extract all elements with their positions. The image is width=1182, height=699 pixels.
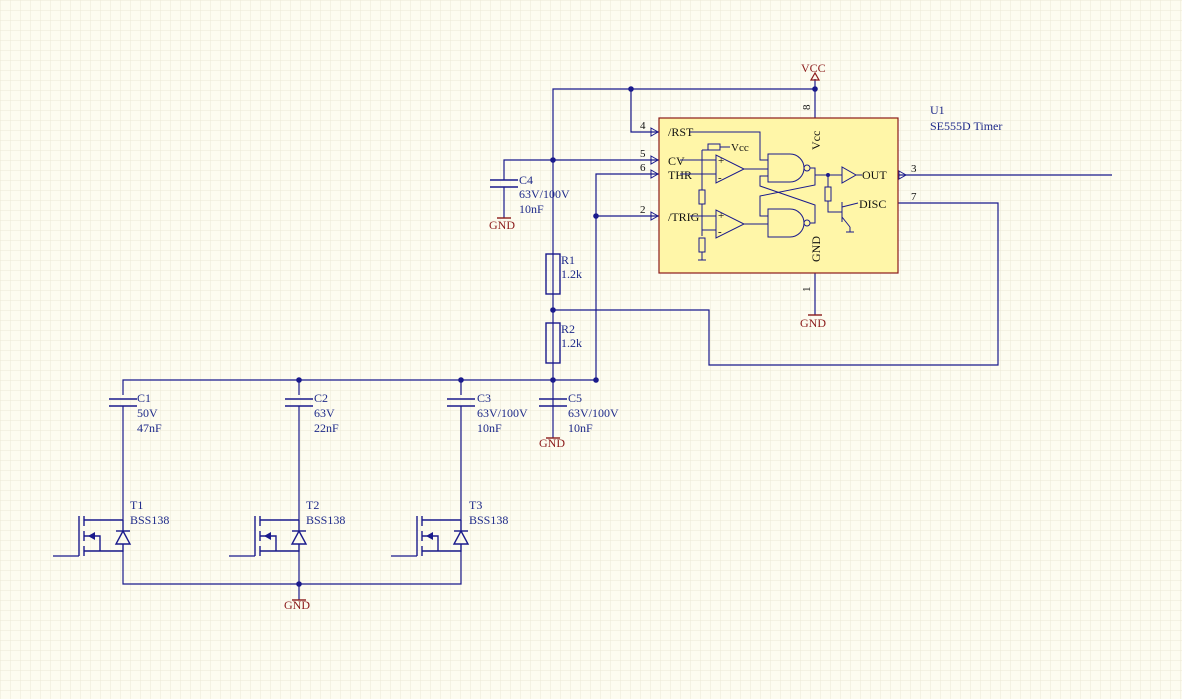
resistor-r2[interactable]: R2 1.2k bbox=[545, 322, 582, 364]
c2-rating: 63V bbox=[314, 406, 335, 420]
svg-text:-: - bbox=[718, 226, 722, 238]
r1-value: 1.2k bbox=[561, 267, 582, 281]
gnd-label-transistors: GND bbox=[284, 598, 310, 612]
svg-text:+: + bbox=[718, 210, 724, 222]
pin-number-cv: 5 bbox=[640, 148, 646, 160]
pin-number-trig: 2 bbox=[640, 204, 646, 216]
gnd-port-c5: GND bbox=[539, 436, 565, 450]
capacitor-c5[interactable]: C5 63V/100V 10nF bbox=[539, 391, 619, 435]
wires bbox=[53, 79, 1112, 600]
t3-part: BSS138 bbox=[469, 513, 508, 527]
resistor-r1[interactable]: R1 1.2k bbox=[545, 253, 582, 295]
c3-designator: C3 bbox=[477, 391, 491, 405]
c4-value: 10nF bbox=[519, 202, 544, 216]
u1-timer-ic[interactable]: U1 SE555D Timer 4 5 6 2 3 7 8 1 /RST CV … bbox=[640, 103, 1002, 292]
c1-rating: 50V bbox=[137, 406, 158, 420]
u1-designator: U1 bbox=[930, 103, 945, 117]
c2-value: 22nF bbox=[314, 421, 339, 435]
capacitor-c3[interactable]: C3 63V/100V 10nF bbox=[447, 391, 528, 435]
c3-value: 10nF bbox=[477, 421, 502, 435]
c5-value: 10nF bbox=[568, 421, 593, 435]
pin-name-out: OUT bbox=[862, 168, 887, 182]
t1-part: BSS138 bbox=[130, 513, 169, 527]
u1-part-name: SE555D Timer bbox=[930, 119, 1002, 133]
pin-number-vcc: 8 bbox=[801, 104, 813, 110]
t2-part: BSS138 bbox=[306, 513, 345, 527]
gnd-label-c5: GND bbox=[539, 436, 565, 450]
gnd-port-transistors: GND bbox=[284, 598, 310, 612]
vcc-label: VCC bbox=[801, 61, 826, 75]
pin-number-rst: 4 bbox=[640, 120, 646, 132]
pin-name-trig: /TRIG bbox=[668, 210, 700, 224]
pin-number-out: 3 bbox=[911, 163, 917, 175]
r2-value: 1.2k bbox=[561, 336, 582, 350]
internal-block-diagram: Vcc + - + - bbox=[680, 131, 862, 261]
capacitor-c4[interactable]: C4 63V/100V 10nF bbox=[490, 173, 570, 216]
t1-designator: T1 bbox=[130, 498, 143, 512]
t3-designator: T3 bbox=[469, 498, 482, 512]
pin-name-vcc: Vcc bbox=[809, 131, 823, 150]
svg-text:+: + bbox=[718, 155, 724, 167]
junction-dots bbox=[296, 86, 818, 587]
c1-designator: C1 bbox=[137, 391, 151, 405]
capacitor-c1[interactable]: C1 50V 47nF bbox=[109, 391, 162, 435]
gnd-label-c4: GND bbox=[489, 218, 515, 232]
pin-name-rst: /RST bbox=[668, 125, 694, 139]
internal-vcc-label: Vcc bbox=[731, 142, 749, 154]
t2-designator: T2 bbox=[306, 498, 319, 512]
c1-value: 47nF bbox=[137, 421, 162, 435]
c5-designator: C5 bbox=[568, 391, 582, 405]
c3-rating: 63V/100V bbox=[477, 406, 528, 420]
vcc-power-port: VCC bbox=[801, 61, 826, 81]
c2-designator: C2 bbox=[314, 391, 328, 405]
gnd-port-u1: GND bbox=[800, 314, 826, 330]
pin-name-thr: THR bbox=[668, 168, 692, 182]
pin-name-gnd: GND bbox=[809, 236, 823, 262]
svg-text:-: - bbox=[718, 172, 722, 184]
gnd-port-c4: GND bbox=[489, 217, 515, 232]
transistor-t1[interactable]: T1 BSS138 bbox=[78, 498, 169, 556]
pin-number-gnd: 1 bbox=[801, 287, 813, 293]
gnd-label-u1: GND bbox=[800, 316, 826, 330]
c5-rating: 63V/100V bbox=[568, 406, 619, 420]
transistor-t2[interactable]: T2 BSS138 bbox=[254, 498, 345, 556]
pin-name-disc: DISC bbox=[859, 197, 886, 211]
pin-number-disc: 7 bbox=[911, 191, 917, 203]
r2-designator: R2 bbox=[561, 322, 575, 336]
c4-designator: C4 bbox=[519, 173, 533, 187]
pin-number-thr: 6 bbox=[640, 162, 646, 174]
c4-rating: 63V/100V bbox=[519, 187, 570, 201]
transistor-t3[interactable]: T3 BSS138 bbox=[416, 498, 508, 556]
capacitor-c2[interactable]: C2 63V 22nF bbox=[285, 391, 339, 435]
r1-designator: R1 bbox=[561, 253, 575, 267]
pin-name-cv: CV bbox=[668, 154, 685, 168]
